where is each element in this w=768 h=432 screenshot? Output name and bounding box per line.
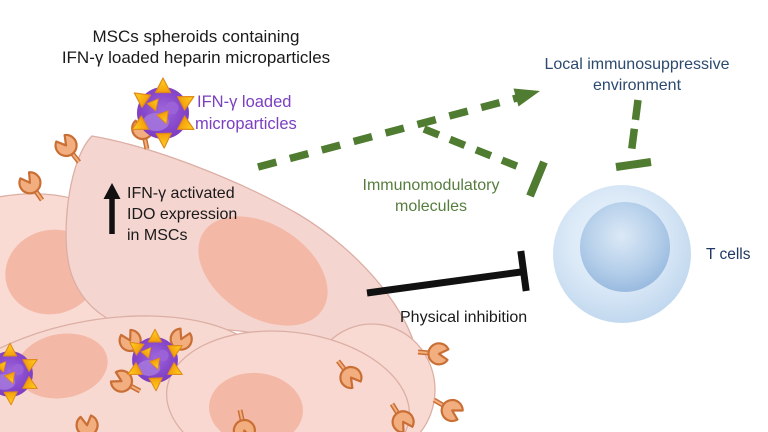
microparticle-label: IFN-γ loaded (197, 93, 291, 111)
ido-label: IFN-γ activated (127, 185, 235, 202)
arrowhead-icon (513, 88, 540, 107)
physical-inhibition-arrow (366, 250, 530, 297)
t-cell (553, 185, 691, 323)
cell-nucleus (198, 216, 328, 326)
t-cells-label: T cells (706, 246, 751, 263)
environment-inhibitor (615, 99, 652, 171)
local-environment-label: environment (593, 77, 682, 94)
diagram-title: MSCs spheroids containing (93, 27, 300, 46)
physical-inhibition-label: Physical inhibition (400, 309, 527, 326)
microparticle-label: microparticles (195, 115, 297, 133)
inhibition-bar-icon (526, 160, 548, 198)
ido-label: in MSCs (127, 227, 187, 244)
diagram-labels: MSCs spheroids containing IFN-γ loaded h… (62, 27, 751, 326)
immunomodulatory-label: molecules (395, 198, 467, 215)
cell-nucleus (16, 333, 108, 399)
immunomodulatory-label: Immunomodulatory (363, 177, 500, 194)
immunomodulatory-dashed-arrow (257, 88, 540, 171)
immunomodulatory-inhibitor-branch (422, 125, 548, 198)
local-environment-label: Local immunosuppressive (545, 56, 730, 73)
inhibition-bar-icon (615, 158, 652, 171)
ido-up-arrow-icon (103, 183, 121, 234)
cell-nucleus (209, 372, 303, 432)
diagram-title: IFN-γ loaded heparin microparticles (62, 48, 330, 67)
ido-label: IDO expression (127, 206, 237, 223)
t-cell-nucleus (580, 202, 670, 292)
inhibition-bar-icon (517, 250, 530, 292)
